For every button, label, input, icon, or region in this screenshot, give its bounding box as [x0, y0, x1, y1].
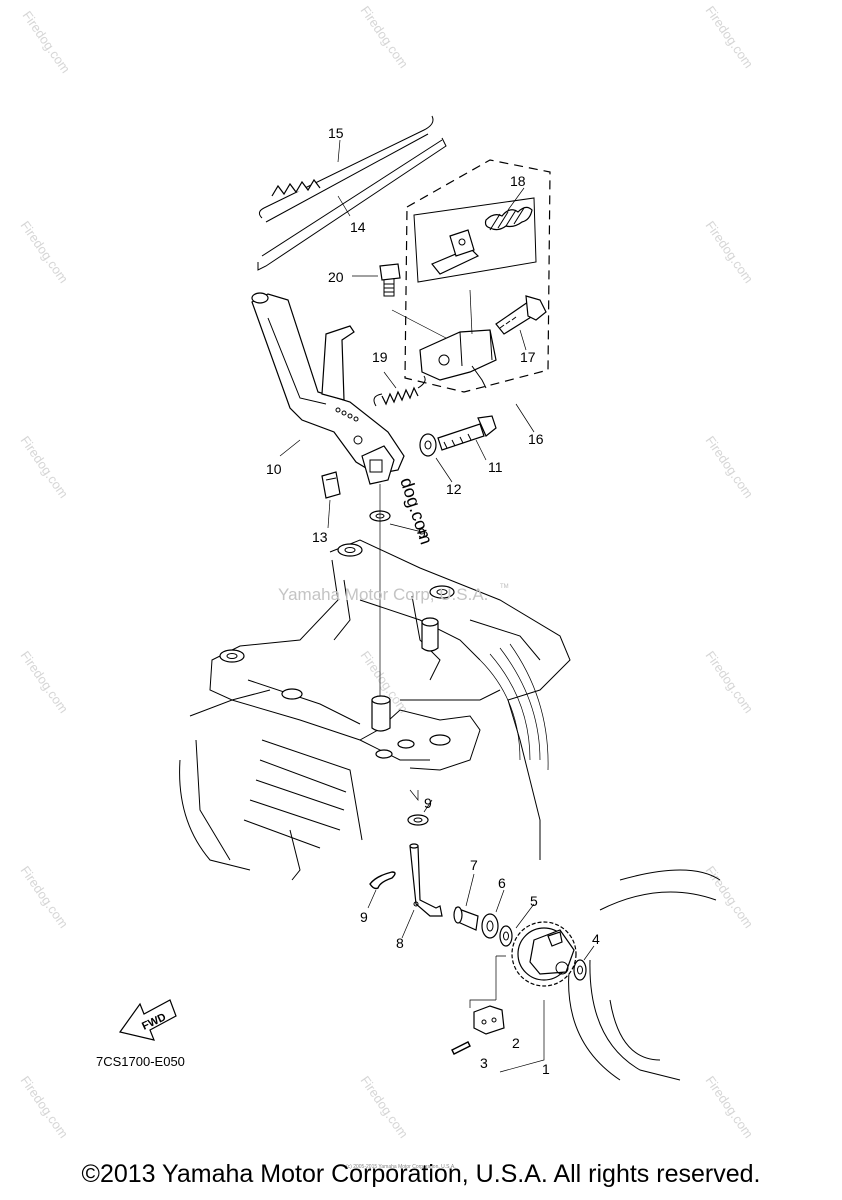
callout-17: 16	[528, 431, 544, 447]
part-17-assembly-outline	[391, 159, 551, 393]
callout-19: 18	[510, 173, 526, 189]
callout-5: 5	[530, 893, 538, 909]
site-watermark: Firedog.com	[703, 648, 757, 716]
site-watermark: Firedog.com	[358, 3, 412, 71]
trademark-mark: TM	[500, 584, 509, 590]
part-21-bolt	[379, 263, 401, 297]
site-watermark: Firedog.com	[703, 3, 757, 71]
callout-18: 17	[520, 349, 536, 365]
part-2-bracket	[473, 1005, 505, 1035]
site-watermark: Firedog.com	[18, 1073, 72, 1141]
callout-6: 6	[498, 875, 506, 891]
site-watermarks: Firedog.com Firedog.com Firedog.com Fire…	[18, 3, 757, 1141]
callout-14: 13	[312, 529, 328, 545]
site-watermark: Firedog.com	[18, 218, 72, 286]
site-watermark: Firedog.com	[703, 433, 757, 501]
site-watermark: Firedog.com	[18, 433, 72, 501]
group-bracket-lower	[499, 1000, 545, 1073]
part-12-bolt	[437, 415, 497, 451]
callout-12: 11	[488, 459, 503, 475]
site-watermark: Firedog.com	[703, 1073, 757, 1141]
callout-1: 1	[542, 1061, 550, 1077]
crankcase-housing	[179, 539, 571, 881]
callout-13: 12	[446, 481, 462, 497]
site-watermark: Firedog.com	[703, 218, 757, 286]
callout-2: 2	[512, 1035, 520, 1051]
part-1-governor-gear	[511, 921, 577, 987]
site-watermark: Firedog.com	[18, 648, 72, 716]
callout-9-lower: 9	[424, 795, 432, 811]
right-case	[568, 869, 721, 1081]
leader-lines	[279, 139, 595, 961]
part-5-washer	[499, 925, 513, 947]
part-8-shaft	[409, 843, 443, 917]
fwd-arrow-icon: FWD	[118, 999, 177, 1041]
part-7-pin	[453, 906, 479, 931]
callout-4: 4	[592, 931, 600, 947]
part-9-washer-lower	[407, 814, 429, 826]
part-14-block	[321, 471, 341, 499]
part-6-washer	[481, 913, 499, 939]
callout-11: 10	[266, 461, 282, 477]
part-3-pin	[451, 1041, 471, 1055]
callout-8: 8	[396, 935, 404, 951]
callout-10: 9	[360, 909, 368, 925]
site-watermark: Firedog.com	[358, 1073, 412, 1141]
site-watermark: Firedog.com	[703, 863, 757, 931]
part-13-washer	[419, 433, 437, 457]
callout-16: 15	[328, 125, 344, 141]
yamaha-watermark: Yamaha Motor Corp, U.S.A.	[278, 585, 488, 604]
callout-20: 19	[372, 349, 388, 365]
site-watermark: Firedog.com	[20, 8, 74, 76]
shaft-line-lower	[409, 789, 419, 801]
site-watermark: Firedog.com	[18, 863, 72, 931]
callouts: 15 14 18 20 17 19 10 16 11 12 13 9 9 7 6…	[266, 125, 600, 1077]
part-16-spring	[258, 115, 434, 223]
overlay-watermark: dog.com	[396, 475, 436, 547]
callout-21: 20	[328, 269, 344, 285]
small-notice: (c) 2005-2015 Yamaha Motor Corporation, …	[346, 1164, 456, 1170]
part-11-lever	[251, 292, 405, 485]
callout-3: 3	[480, 1055, 488, 1071]
diagram-code: 7CS1700-E050	[96, 1054, 185, 1069]
part-4-washer	[573, 959, 587, 981]
callout-15: 14	[350, 219, 366, 235]
part-10-clip	[369, 871, 396, 890]
copyright-footer: ©2013 Yamaha Motor Corporation, U.S.A. A…	[81, 1160, 761, 1188]
part-20-spring	[373, 375, 426, 407]
callout-9-upper: 9	[418, 525, 426, 541]
group-bracket	[469, 955, 506, 1008]
part-15-rod	[257, 137, 447, 271]
callout-7: 7	[470, 857, 478, 873]
